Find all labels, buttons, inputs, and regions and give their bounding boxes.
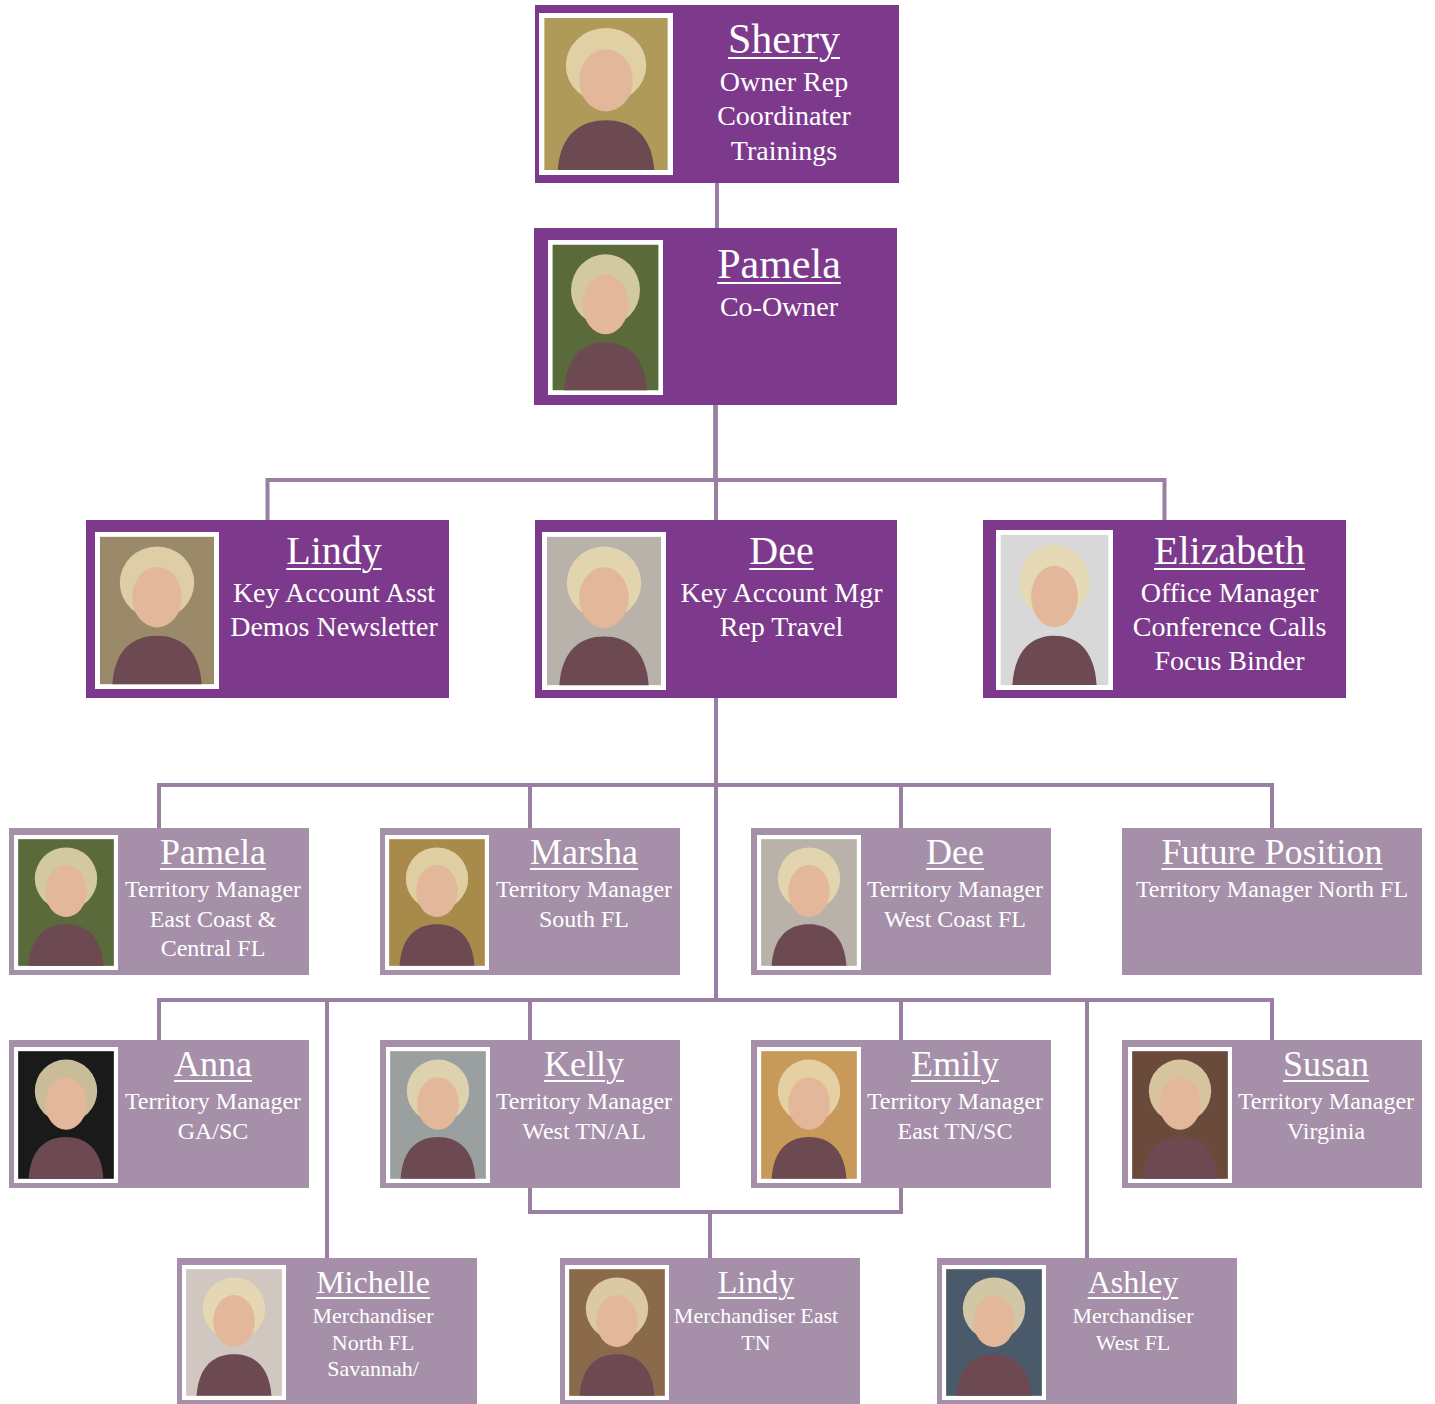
role-text: Territory Manager Virginia [1232,1087,1420,1146]
org-connector [716,698,1272,828]
person-box: AnnaTerritory Manager GA/SC [9,1040,309,1188]
portrait-photo [565,1265,669,1400]
role-text: Key Account Asst Demos Newsletter [221,576,447,644]
portrait-photo [1128,1047,1232,1183]
org-connector [716,405,1165,520]
person-box: ElizabethOffice Manager Conference Calls… [983,520,1346,698]
role-text: Territory Manager North FL [1122,875,1422,904]
role-text: Co-Owner [667,290,891,324]
person-name: Michelle [289,1264,457,1301]
org-connector [716,698,1087,1258]
person-name: Kelly [490,1044,678,1085]
portrait-photo [548,240,663,395]
portrait-photo [95,532,219,689]
role-text: Office Manager Conference Calls Focus Bi… [1115,576,1344,678]
person-name: Future Position [1122,832,1422,873]
person-box: SherryOwner Rep Coordinater Trainings [535,5,899,183]
person-box: Future PositionTerritory Manager North F… [1122,828,1422,975]
org-connector [716,698,901,828]
role-text: Key Account Mgr Rep Travel [668,576,895,644]
org-connector [268,405,716,520]
portrait-photo [14,1047,118,1183]
person-box: DeeKey Account Mgr Rep Travel [535,520,897,698]
person-name: Elizabeth [1115,528,1344,574]
org-connector [530,1188,710,1258]
role-text: Territory Manager West Coast FL [861,875,1049,934]
person-name: Dee [861,832,1049,873]
person-box: LindyKey Account Asst Demos Newsletter [86,520,449,698]
person-name: Lindy [221,528,447,574]
person-box: LindyMerchandiser East TN [560,1258,860,1404]
role-text: Territory Manager East TN/SC [861,1087,1049,1146]
person-name: Ashley [1049,1264,1217,1301]
person-box: SusanTerritory Manager Virginia [1122,1040,1422,1188]
person-name: Susan [1232,1044,1420,1085]
role-text: Owner Rep Coordinater Trainings [675,65,893,167]
person-name: Sherry [675,15,893,63]
person-name: Marsha [490,832,678,873]
person-name: Dee [668,528,895,574]
person-name: Anna [119,1044,307,1085]
role-text: Territory Manager East Coast & Central F… [119,875,307,963]
person-name: Lindy [672,1264,840,1301]
portrait-photo [14,835,118,970]
portrait-photo [182,1265,286,1400]
person-box: KellyTerritory Manager West TN/AL [380,1040,680,1188]
portrait-photo [757,835,861,970]
portrait-photo [757,1047,861,1183]
person-box: PamelaCo-Owner [534,228,897,405]
role-text: Merchandiser North FL Savannah/ [289,1303,457,1383]
org-connector [710,1188,901,1258]
org-connector [327,698,716,1258]
role-text: Merchandiser East TN [672,1303,840,1357]
person-name: Pamela [667,240,891,288]
org-connector [159,698,716,828]
portrait-photo [539,13,673,175]
person-box: EmilyTerritory Manager East TN/SC [751,1040,1051,1188]
person-box: MichelleMerchandiser North FL Savannah/ [177,1258,477,1404]
person-box: MarshaTerritory Manager South FL [380,828,680,975]
portrait-photo [386,1047,490,1183]
person-box: AshleyMerchandiser West FL [937,1258,1237,1404]
portrait-photo [996,530,1113,690]
org-connector [530,698,716,828]
role-text: Merchandiser West FL [1049,1303,1217,1357]
role-text: Territory Manager GA/SC [119,1087,307,1146]
person-box: PamelaTerritory Manager East Coast & Cen… [9,828,309,975]
person-name: Pamela [119,832,307,873]
portrait-photo [385,835,489,970]
person-box: DeeTerritory Manager West Coast FL [751,828,1051,975]
role-text: Territory Manager West TN/AL [490,1087,678,1146]
portrait-photo [942,1265,1046,1400]
portrait-photo [542,532,666,690]
person-name: Emily [861,1044,1049,1085]
role-text: Territory Manager South FL [490,875,678,934]
org-connector [715,183,719,228]
